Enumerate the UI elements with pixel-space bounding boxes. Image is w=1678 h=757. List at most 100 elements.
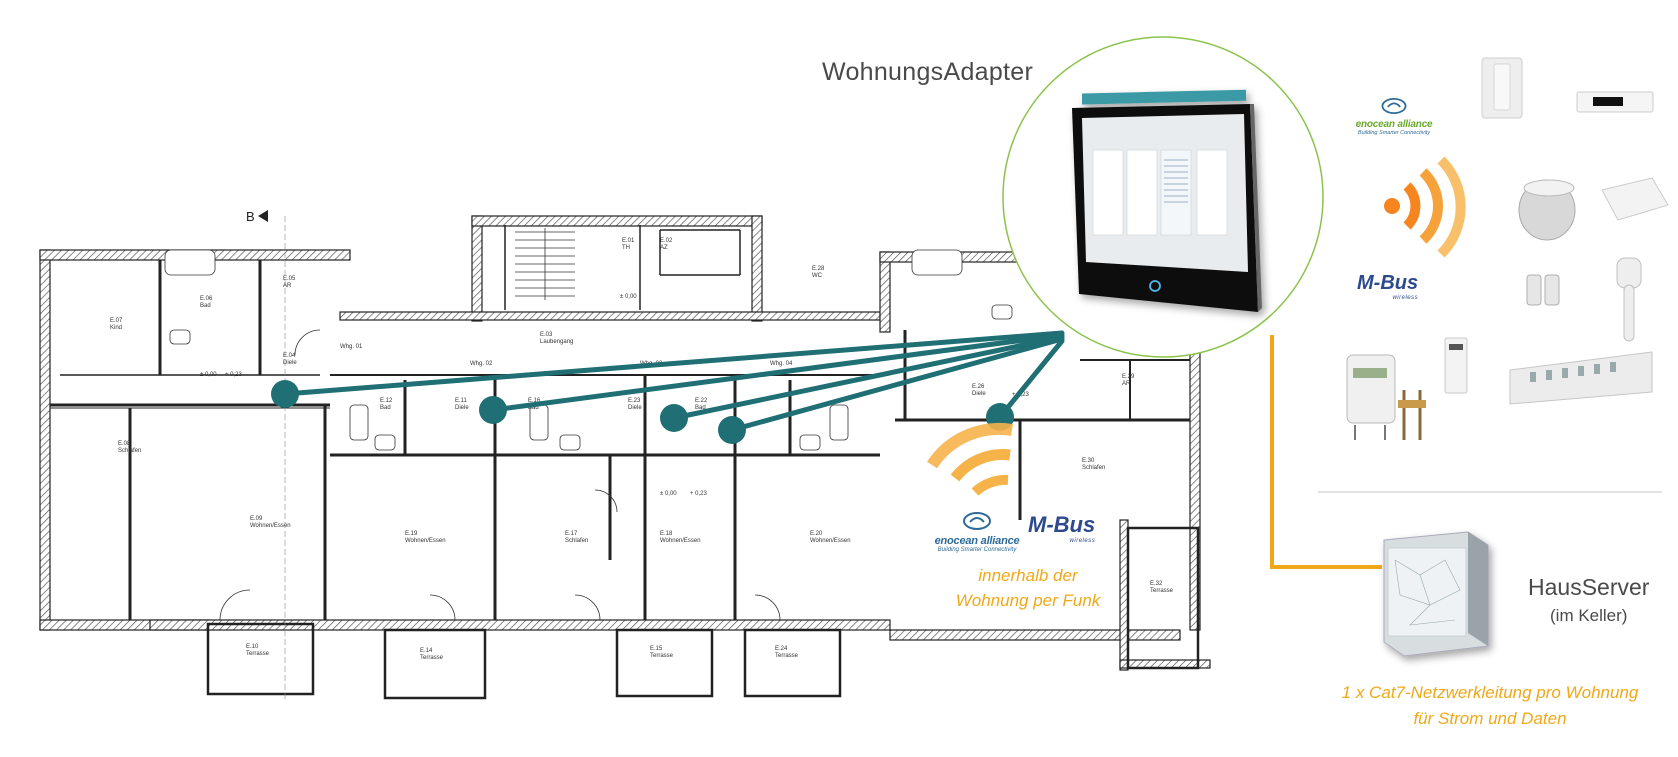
room-name-label: Wohnen/Essen — [250, 523, 291, 529]
room-number-label: E.02 — [660, 238, 673, 244]
room-number-label: E.12 — [380, 398, 393, 404]
room-number-label: E.29 — [1122, 374, 1135, 380]
room-name-label: Terrasse — [650, 653, 674, 659]
room-number-label: E.17 — [565, 531, 578, 537]
room-number-label: E.15 — [650, 646, 663, 652]
device-switch — [1481, 57, 1523, 119]
apartment-label: Whg. 04 — [770, 361, 793, 367]
network-node — [660, 404, 688, 432]
room-name-label: Bad — [528, 405, 539, 411]
room-name-label: WC — [812, 273, 823, 279]
room-name-label: Diele — [283, 360, 297, 366]
mbus-logo-panel: M-Bus wireless — [1357, 272, 1418, 301]
room-number-label: E.20 — [810, 531, 823, 537]
apartment-label: Whg. 02 — [470, 361, 493, 367]
enocean-name: enocean alliance — [934, 535, 1020, 547]
network-link — [490, 332, 1065, 413]
mbus-name: M-Bus — [1028, 512, 1096, 537]
terraces — [206, 526, 1200, 700]
level-label: ± 0,00 — [660, 491, 677, 497]
room-number-label: E.11 — [455, 398, 468, 404]
device-valve-actuators — [1526, 274, 1560, 306]
room-number-label: E.19 — [405, 531, 418, 537]
device-heat-meter — [1346, 354, 1396, 440]
enocean-logo-panel: enocean alliance Building Smarter Connec… — [1344, 98, 1444, 136]
room-number-label: E.06 — [200, 296, 213, 302]
cat7-cable — [1270, 335, 1382, 569]
network-lines — [282, 330, 1065, 433]
room-name-label: Terrasse — [420, 655, 444, 661]
enocean-tagline-panel: Building Smarter Connectivity — [1357, 130, 1431, 136]
level-label: + 0,23 — [225, 372, 243, 378]
mbus-name-panel: M-Bus — [1357, 272, 1419, 294]
network-link — [997, 338, 1065, 420]
radio-caption: innerhalb der Wohnung per Funk — [918, 563, 1138, 613]
room-name-label: AR — [283, 283, 292, 289]
hausserver-title: HausServer — [1528, 574, 1650, 600]
network-node — [718, 416, 746, 444]
enocean-mark-icon — [1381, 98, 1407, 114]
room-number-label: E.22 — [695, 398, 708, 404]
device-thermostat-head — [1518, 179, 1576, 241]
room-number-label: E.10 — [246, 644, 259, 650]
radio-caption-line2: Wohnung per Funk — [955, 591, 1101, 610]
hausserver-box — [1383, 531, 1489, 657]
room-name-label: Schlafen — [118, 448, 141, 454]
mbus-wireless: wireless — [1069, 538, 1096, 544]
room-name-label: Schlafen — [1082, 465, 1105, 471]
room-name-label: TH — [622, 245, 630, 251]
radio-caption-line1: innerhalb der — [978, 566, 1078, 585]
enocean-logo-plan: enocean alliance Building Smarter Connec… — [922, 512, 1032, 553]
mbus-logo-plan: M-Bus wireless — [1028, 512, 1095, 544]
room-number-label: E.32 — [1150, 581, 1163, 587]
room-name-label: Diele — [455, 405, 469, 411]
room-name-label: Diele — [972, 391, 986, 397]
network-link — [282, 330, 1065, 397]
device-window-handle — [1616, 257, 1642, 342]
room-name-label: Diele — [628, 405, 642, 411]
level-label: ± 0,00 — [620, 294, 637, 300]
room-name-label: Terrasse — [246, 651, 270, 657]
network-link — [671, 334, 1065, 421]
section-marker: B — [246, 209, 286, 700]
sanitary-fixtures — [164, 249, 1013, 451]
room-number-label: E.07 — [110, 318, 123, 324]
room-name-label: Terrasse — [1150, 588, 1174, 594]
room-number-label: E.01 — [622, 238, 635, 244]
room-name-label: Schlafen — [565, 538, 588, 544]
room-number-label: E.04 — [283, 353, 296, 359]
room-number-label: E.24 — [775, 646, 788, 652]
device-display-sensor — [1576, 91, 1654, 113]
room-number-label: E.18 — [660, 531, 673, 537]
cable-caption-line1: 1 x Cat7-Netzwerkleitung pro Wohnung — [1341, 683, 1639, 702]
room-number-label: E.09 — [250, 516, 263, 522]
network-node — [271, 380, 299, 408]
level-label: ± 0,00 — [200, 372, 217, 378]
network-node — [479, 396, 507, 424]
door-swings — [219, 329, 781, 621]
room-name-label: Bad — [380, 405, 391, 411]
device-room-sensor — [1444, 337, 1468, 394]
room-number-label: E.30 — [1082, 458, 1095, 464]
room-number-label: E.05 — [283, 276, 296, 282]
room-name-label: Wohnen/Essen — [405, 538, 446, 544]
room-name-label: AR — [1122, 381, 1131, 387]
room-name-label: Terrasse — [775, 653, 799, 659]
radio-waves-panel — [1384, 156, 1466, 258]
room-name-label: Bad — [200, 303, 211, 309]
staircase — [515, 228, 575, 300]
room-number-label: E.26 — [972, 384, 985, 390]
device-water-meters — [1398, 390, 1426, 440]
device-din-rail — [1509, 351, 1653, 405]
enocean-name-panel: enocean alliance — [1355, 119, 1433, 130]
wohnungsadapter-title: WohnungsAdapter — [822, 58, 1034, 86]
enocean-mark-icon — [963, 512, 991, 530]
room-name-label: Wohnen/Essen — [810, 538, 851, 544]
room-name-label: Kind — [110, 325, 122, 331]
mbus-wireless-panel: wireless — [1392, 295, 1419, 301]
wohnungsadapter-tablet — [1072, 89, 1262, 312]
apartment-label: Whg. 01 — [340, 344, 363, 350]
room-name-label: AZ — [660, 245, 668, 251]
cable-caption-line2: für Strom und Daten — [1413, 709, 1567, 728]
